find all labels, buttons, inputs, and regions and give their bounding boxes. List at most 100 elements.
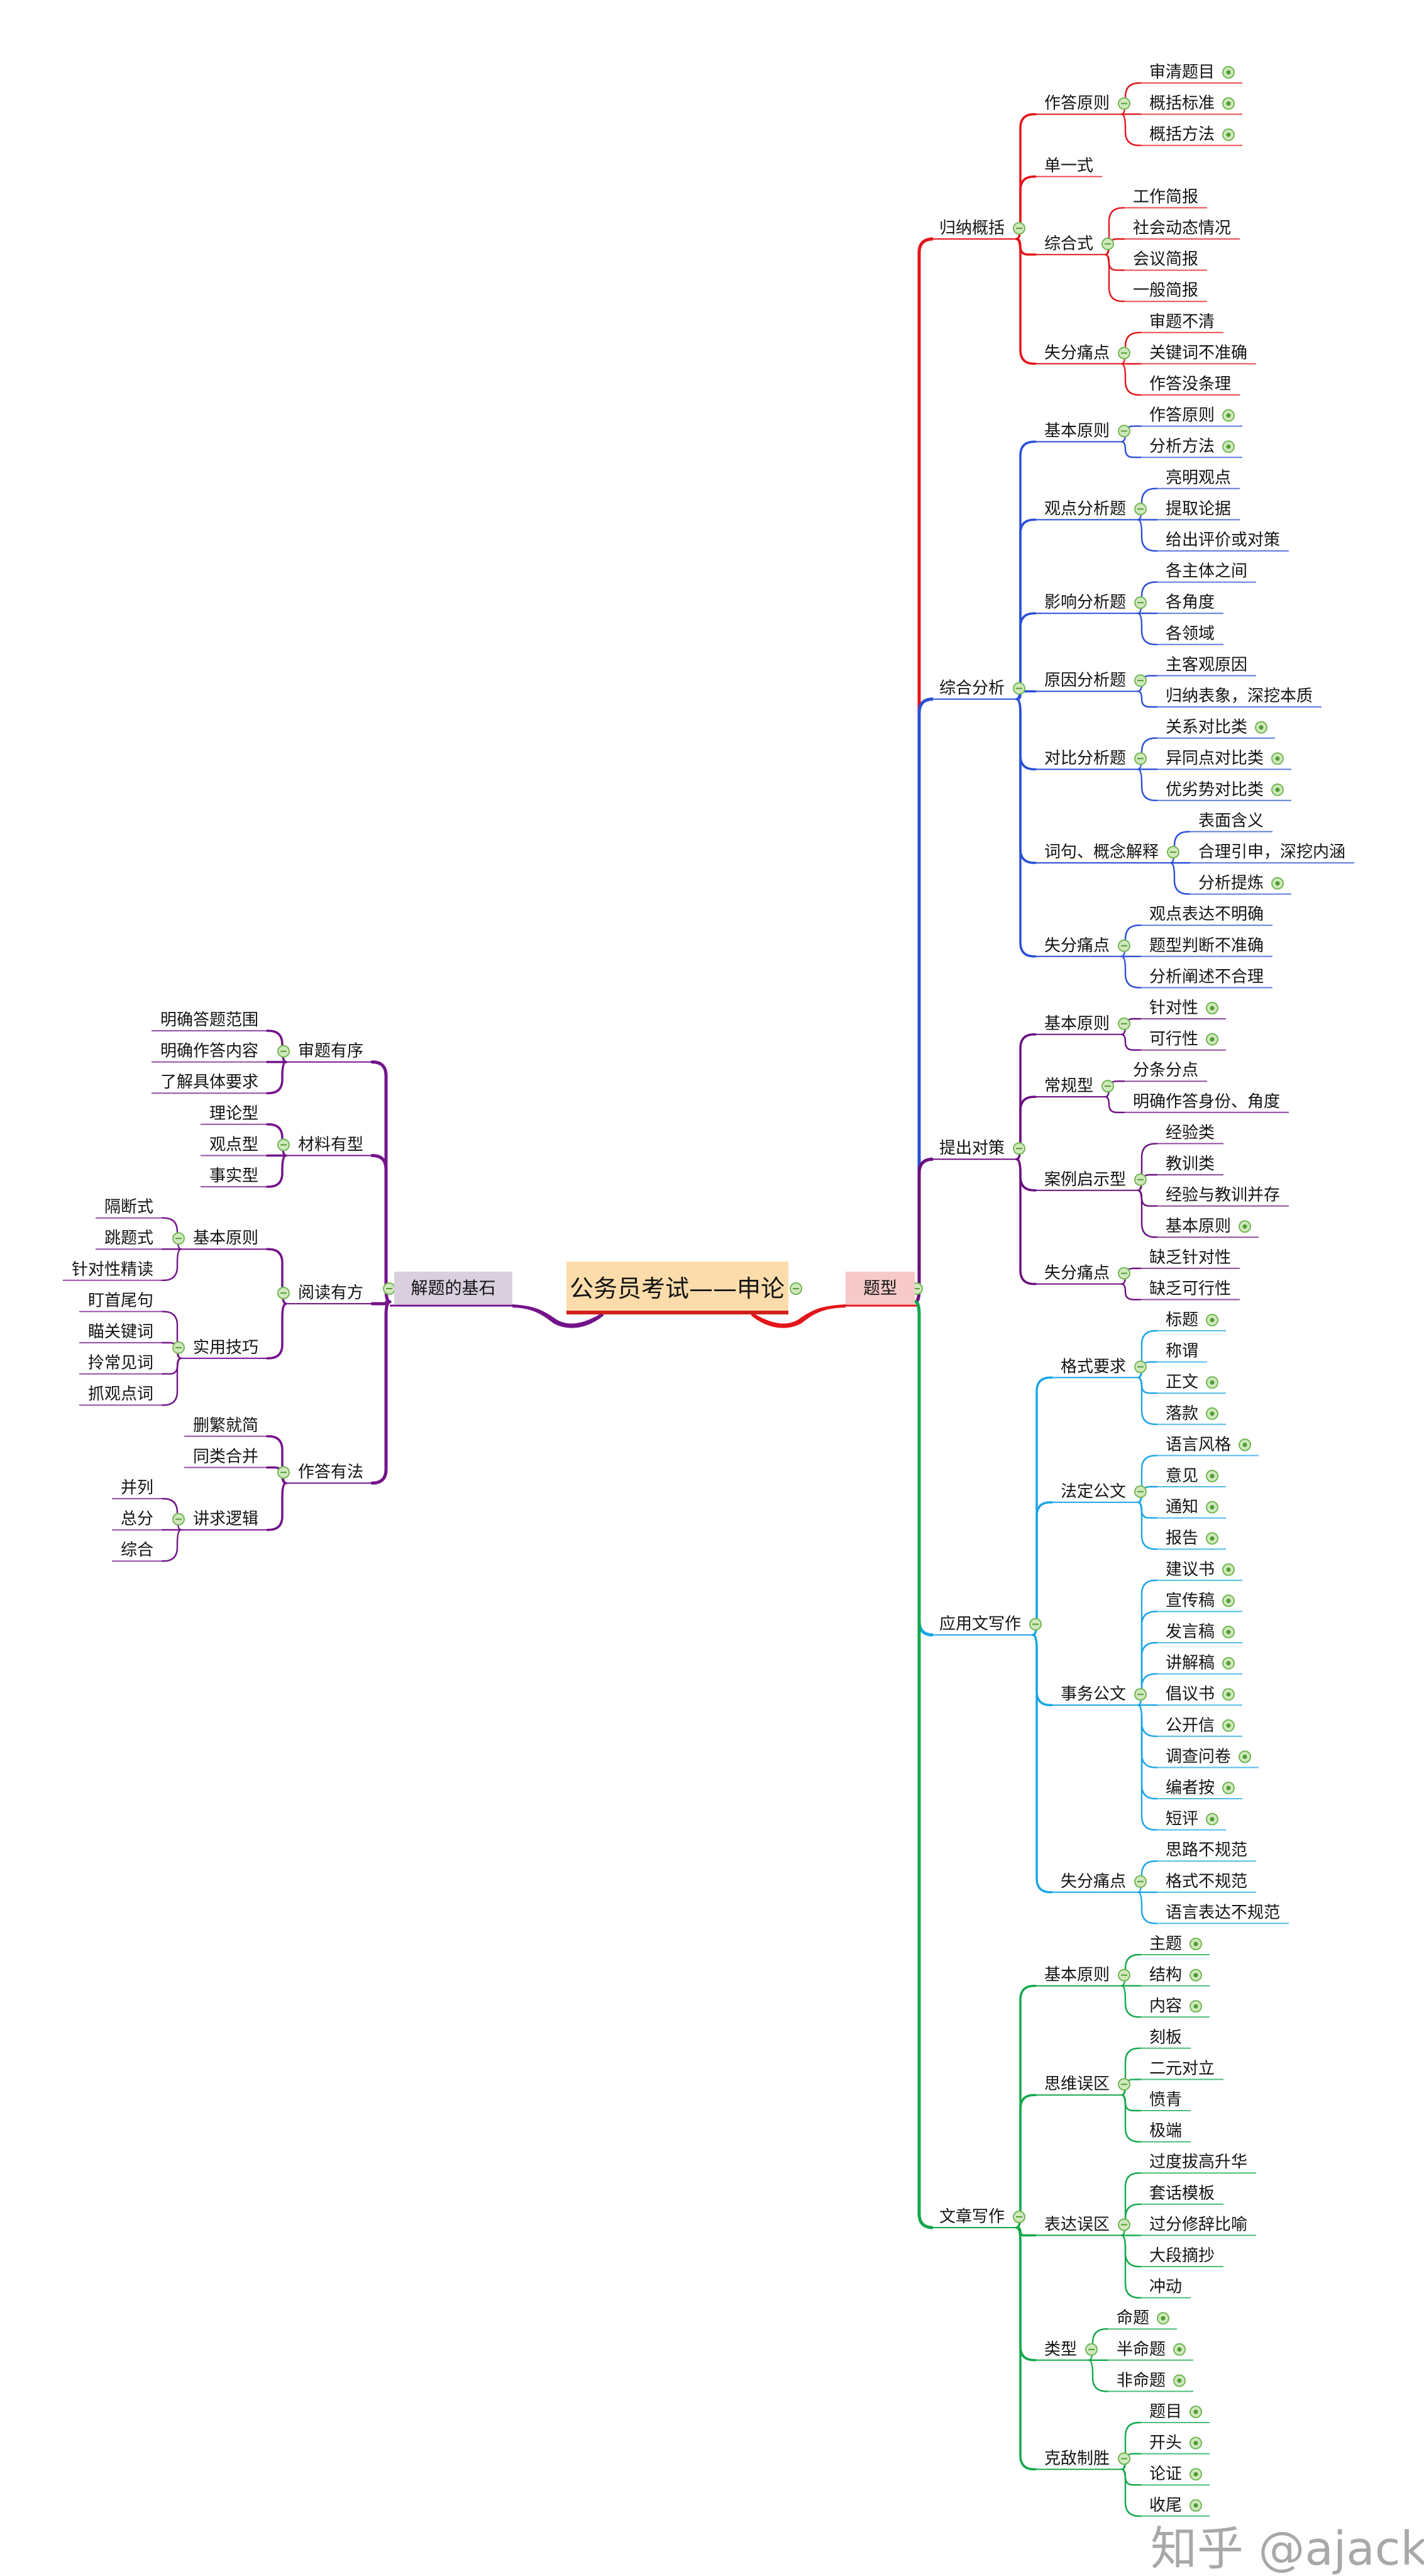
- subtopic-leaf[interactable]: 瞄关键词: [88, 1323, 153, 1341]
- expand-plus-icon[interactable]: [1206, 1033, 1218, 1046]
- subtopic-leaf[interactable]: 二元对立: [1149, 2059, 1215, 2078]
- subtopic-leaf[interactable]: 同类合并: [193, 1447, 258, 1466]
- subtopic-leaf[interactable]: 基本原则: [1166, 1217, 1231, 1236]
- subtopic-leaf[interactable]: 可行性: [1149, 1030, 1198, 1049]
- subtopic-leaf[interactable]: 概括标准: [1149, 94, 1215, 113]
- subtopic-leaf[interactable]: 开头: [1149, 2434, 1182, 2453]
- collapse-minus-icon[interactable]: [277, 1466, 290, 1479]
- collapse-minus-icon[interactable]: [277, 1138, 290, 1152]
- topic-node[interactable]: 审题有序: [298, 1042, 363, 1061]
- collapse-minus-icon[interactable]: [1101, 1080, 1114, 1092]
- subtopic-leaf[interactable]: 审清题目: [1149, 63, 1215, 82]
- subtopic-leaf[interactable]: 内容: [1149, 1997, 1182, 2016]
- collapse-minus-icon[interactable]: [172, 1341, 185, 1354]
- expand-plus-icon[interactable]: [1222, 1626, 1235, 1638]
- subtopic-leaf[interactable]: 会议简报: [1133, 250, 1198, 269]
- subtopic-leaf[interactable]: 报告: [1166, 1529, 1198, 1548]
- subtopic-leaf[interactable]: 社会动态情况: [1133, 219, 1231, 238]
- subtopic-leaf[interactable]: 各主体之间: [1166, 562, 1247, 581]
- collapse-minus-icon[interactable]: [1167, 846, 1179, 858]
- subtopic-leaf[interactable]: 落款: [1166, 1404, 1198, 1423]
- subtopic-leaf[interactable]: 题目: [1149, 2402, 1182, 2421]
- subtopic-leaf[interactable]: 教训类: [1166, 1155, 1215, 1174]
- expand-plus-icon[interactable]: [1222, 66, 1235, 79]
- subtopic-leaf[interactable]: 缺乏针对性: [1149, 1248, 1231, 1267]
- subtopic-leaf[interactable]: 工作简报: [1133, 187, 1198, 206]
- topic-node[interactable]: 观点分析题: [1044, 499, 1126, 518]
- subtopic-leaf[interactable]: 标题: [1166, 1311, 1198, 1330]
- subtopic-leaf[interactable]: 作答原则: [1149, 406, 1215, 425]
- subtopic-leaf[interactable]: 归纳表象，深挖本质: [1166, 687, 1313, 706]
- subtopic-leaf[interactable]: 给出评价或对策: [1166, 531, 1280, 550]
- subtopic-leaf[interactable]: 建议书: [1166, 1560, 1215, 1579]
- expand-plus-icon[interactable]: [1173, 2374, 1186, 2387]
- topic-node[interactable]: 综合分析: [939, 679, 1005, 698]
- topic-node[interactable]: 思维误区: [1044, 2075, 1110, 2094]
- subtopic-leaf[interactable]: 正文: [1166, 1373, 1198, 1392]
- expand-plus-icon[interactable]: [1222, 128, 1235, 142]
- expand-plus-icon[interactable]: [1206, 1002, 1218, 1014]
- topic-node[interactable]: 对比分析题: [1044, 749, 1126, 768]
- collapse-minus-icon[interactable]: [1134, 752, 1147, 765]
- topic-node[interactable]: 失分痛点: [1044, 1264, 1110, 1283]
- subtopic-leaf[interactable]: 概括方法: [1149, 125, 1215, 144]
- expand-plus-icon[interactable]: [1206, 1314, 1218, 1326]
- expand-plus-icon[interactable]: [1206, 1813, 1218, 1826]
- topic-node[interactable]: 文章写作: [939, 2207, 1005, 2226]
- subtopic-leaf[interactable]: 编者按: [1166, 1779, 1215, 1797]
- subtopic-leaf[interactable]: 删繁就简: [193, 1416, 258, 1435]
- collapse-minus-icon[interactable]: [1134, 596, 1147, 609]
- collapse-minus-icon[interactable]: [1134, 1875, 1147, 1888]
- expand-plus-icon[interactable]: [1206, 1501, 1218, 1514]
- expand-plus-icon[interactable]: [1189, 2468, 1202, 2481]
- collapse-minus-icon[interactable]: [1134, 502, 1147, 516]
- expand-plus-icon[interactable]: [1206, 1470, 1218, 1482]
- expand-plus-icon[interactable]: [1222, 1782, 1235, 1794]
- subtopic-leaf[interactable]: 拎常见词: [88, 1354, 153, 1373]
- topic-node[interactable]: 提出对策: [939, 1139, 1005, 1158]
- collapse-minus-icon[interactable]: [172, 1513, 185, 1526]
- subtopic-leaf[interactable]: 半命题: [1117, 2340, 1166, 2359]
- subtopic-leaf[interactable]: 讲解稿: [1166, 1654, 1215, 1673]
- expand-plus-icon[interactable]: [1222, 409, 1235, 422]
- subtopic-leaf[interactable]: 主题: [1149, 1935, 1182, 1953]
- expand-plus-icon[interactable]: [1189, 2406, 1202, 2418]
- left-main-topic-box[interactable]: [394, 1272, 512, 1304]
- expand-plus-icon[interactable]: [1239, 1438, 1251, 1452]
- subtopic-leaf[interactable]: 单一式: [1044, 157, 1093, 175]
- subtopic-leaf[interactable]: 关键词不准确: [1149, 343, 1247, 362]
- subtopic-leaf[interactable]: 语言风格: [1166, 1435, 1231, 1454]
- subtopic-leaf[interactable]: 异同点对比类: [1166, 749, 1264, 768]
- subtopic-leaf[interactable]: 分析提炼: [1198, 874, 1264, 893]
- collapse-minus-icon[interactable]: [172, 1232, 185, 1245]
- collapse-minus-icon[interactable]: [277, 1045, 290, 1058]
- topic-node[interactable]: 基本原则: [1044, 1966, 1110, 1985]
- topic-node[interactable]: 法定公文: [1061, 1482, 1126, 1501]
- expand-plus-icon[interactable]: [1206, 1532, 1218, 1545]
- topic-node[interactable]: 应用文写作: [939, 1615, 1021, 1634]
- subtopic-leaf[interactable]: 表面含义: [1198, 811, 1264, 830]
- collapse-minus-icon[interactable]: [1118, 939, 1130, 952]
- subtopic-leaf[interactable]: 明确答题范围: [160, 1011, 258, 1030]
- subtopic-leaf[interactable]: 关系对比类: [1166, 718, 1247, 737]
- subtopic-leaf[interactable]: 倡议书: [1166, 1685, 1215, 1704]
- expand-plus-icon[interactable]: [1239, 1220, 1251, 1233]
- collapse-minus-icon[interactable]: [1134, 1360, 1147, 1374]
- collapse-minus-icon[interactable]: [277, 1287, 290, 1299]
- subtopic-leaf[interactable]: 分析阐述不合理: [1149, 967, 1264, 986]
- collapse-minus-icon[interactable]: [1134, 1688, 1147, 1701]
- subtopic-leaf[interactable]: 观点表达不明确: [1149, 905, 1264, 924]
- expand-plus-icon[interactable]: [1157, 2312, 1169, 2325]
- topic-node[interactable]: 综合式: [1044, 235, 1093, 253]
- collapse-minus-icon[interactable]: [1085, 2343, 1098, 2356]
- subtopic-leaf[interactable]: 事实型: [209, 1167, 258, 1185]
- expand-plus-icon[interactable]: [1271, 783, 1284, 796]
- collapse-minus-icon[interactable]: [1118, 2452, 1130, 2465]
- subtopic-leaf[interactable]: 主客观原因: [1166, 655, 1247, 674]
- subtopic-leaf[interactable]: 冲动: [1149, 2278, 1182, 2297]
- collapse-minus-icon[interactable]: [383, 1282, 395, 1295]
- subtopic-leaf[interactable]: 优劣势对比类: [1166, 780, 1264, 799]
- collapse-minus-icon[interactable]: [1013, 2211, 1025, 2223]
- topic-node[interactable]: 讲求逻辑: [193, 1510, 258, 1529]
- subtopic-leaf[interactable]: 过分修辞比喻: [1149, 2215, 1247, 2234]
